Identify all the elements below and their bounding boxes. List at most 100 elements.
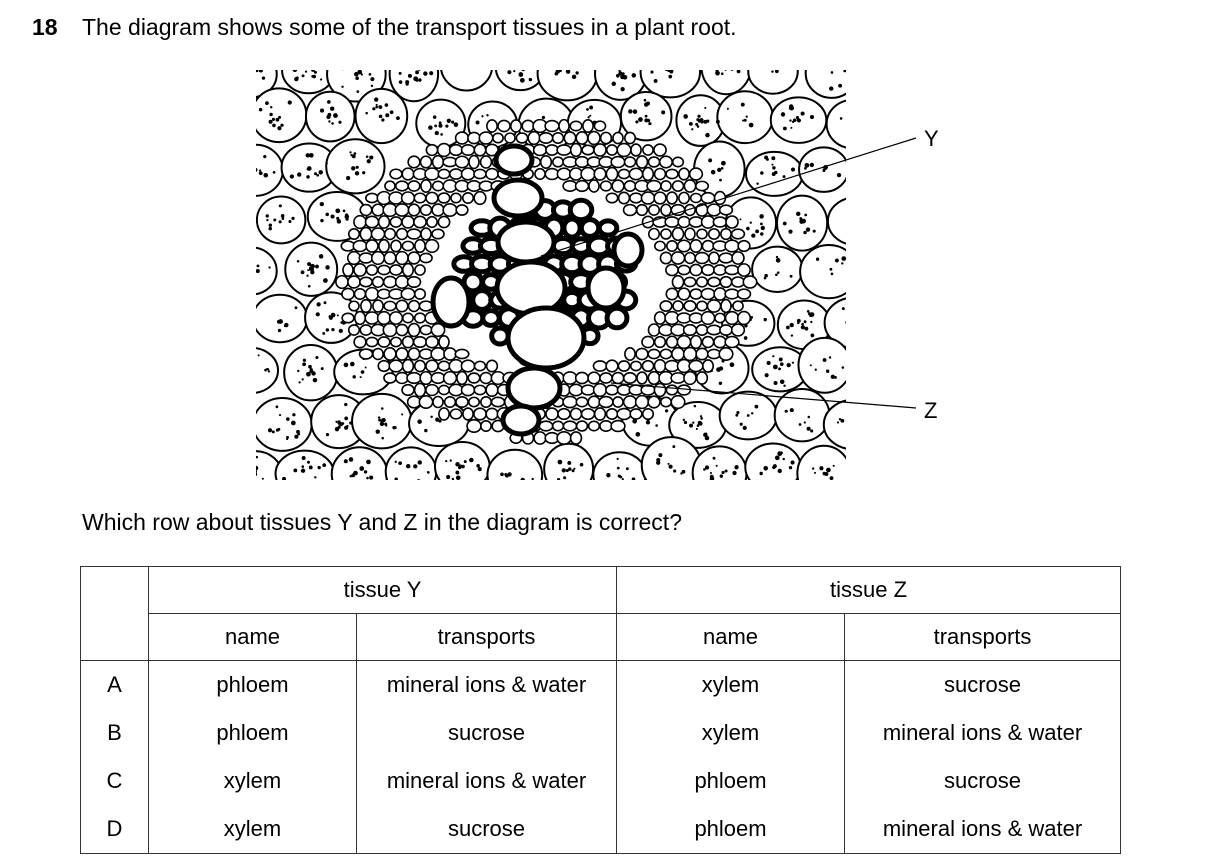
cell-dot (296, 260, 300, 263)
small-cell (478, 131, 494, 145)
cell-dot (438, 123, 443, 128)
small-cell (695, 371, 709, 385)
small-cell (556, 431, 572, 445)
small-cell (677, 215, 691, 229)
cortex-cell (536, 70, 599, 102)
cell-dot (829, 86, 834, 91)
cell-dot (851, 222, 854, 225)
small-cell (707, 228, 721, 240)
table-corner-lower (80, 613, 149, 661)
table-row[interactable]: D xylem sucrose phloem mineral ions & wa… (80, 805, 1122, 854)
table-row[interactable]: B phloem sucrose xylem mineral ions & wa… (80, 709, 1122, 757)
cell-dot (797, 321, 800, 325)
cell-dot (724, 70, 727, 71)
cell-dot (286, 435, 289, 439)
small-cell (636, 371, 648, 385)
cell-dot (800, 111, 805, 116)
cell-dot (756, 182, 759, 185)
small-cell (593, 407, 607, 421)
cell-dot (783, 384, 786, 387)
cell-dot (772, 364, 778, 370)
cell-dot (327, 100, 331, 104)
cell-dot (807, 415, 811, 419)
cortex-cell (256, 396, 313, 452)
small-cell (708, 251, 720, 265)
cell-dot (643, 98, 647, 102)
cell-dot (463, 460, 467, 464)
cell-dot (275, 117, 280, 122)
small-cell (382, 275, 398, 289)
cell-dot (712, 456, 716, 460)
small-cell (719, 324, 733, 336)
cortex-cell (751, 245, 804, 293)
cell-dot (278, 319, 283, 324)
cell-dot (355, 76, 359, 81)
cell-dot (782, 221, 787, 226)
cell-dot (638, 117, 643, 122)
cell-dot (716, 367, 721, 372)
cell-dot (631, 477, 636, 480)
small-cell (730, 323, 746, 337)
cortex-cell (799, 244, 846, 300)
cell-dot (848, 204, 850, 206)
cell-dot (860, 414, 863, 417)
cortex-cell (440, 70, 493, 92)
small-cell (419, 203, 433, 217)
small-cell (635, 155, 649, 169)
small-cell (419, 324, 433, 336)
small-cell (430, 346, 446, 362)
answer-table: tissue Y tissue Z name transports name t… (80, 566, 1122, 854)
cell-dot (301, 74, 305, 78)
small-cell (437, 384, 451, 396)
cell-dot (307, 262, 312, 267)
cell-dot (316, 173, 320, 177)
cell-dot (283, 324, 287, 328)
cell-dot (394, 477, 398, 480)
cell-dot (825, 369, 830, 373)
small-cell (401, 240, 415, 252)
cell-dot (378, 114, 383, 119)
table-row[interactable]: A phloem mineral ions & water xylem sucr… (80, 660, 1122, 709)
cell-dot (348, 457, 354, 462)
small-cell (575, 420, 589, 432)
cell-dot (789, 274, 793, 278)
cell-dot (451, 477, 455, 480)
xylem-vessel (585, 265, 627, 311)
small-cell (407, 299, 421, 313)
cell-dot (696, 125, 700, 128)
small-cell (347, 275, 361, 289)
cell-dot (789, 408, 794, 413)
subheader-y-name: name (148, 613, 357, 661)
small-cell (449, 408, 463, 420)
cell-dot (848, 314, 852, 318)
cell-dot (836, 421, 840, 424)
small-cell (660, 228, 672, 240)
small-cell (647, 204, 661, 216)
small-cell (605, 166, 619, 182)
cell-dot (259, 169, 262, 172)
table-row[interactable]: C xylem mineral ions & water phloem sucr… (80, 757, 1122, 805)
small-cell (598, 395, 614, 409)
cell-dot (682, 418, 686, 422)
cell-dot (265, 214, 269, 218)
cell-dot (575, 71, 579, 75)
cell-dot (692, 421, 695, 424)
cell-dot (808, 312, 812, 316)
cell-dot (256, 455, 259, 459)
small-cell (694, 251, 710, 265)
small-cell (347, 227, 361, 241)
xylem-vessel (495, 219, 557, 265)
cell-dot (815, 257, 820, 261)
small-cell (358, 348, 374, 360)
cell-dot (852, 321, 856, 325)
cell-dot (645, 420, 651, 425)
cell-dot (455, 462, 460, 467)
cell-dot (857, 424, 861, 428)
small-cell (479, 371, 493, 385)
small-cell (538, 420, 554, 432)
cell-dot (477, 467, 482, 472)
cell-dot (800, 325, 806, 330)
small-cell (372, 299, 384, 313)
cell-dot (735, 413, 739, 417)
small-cell (515, 132, 529, 144)
